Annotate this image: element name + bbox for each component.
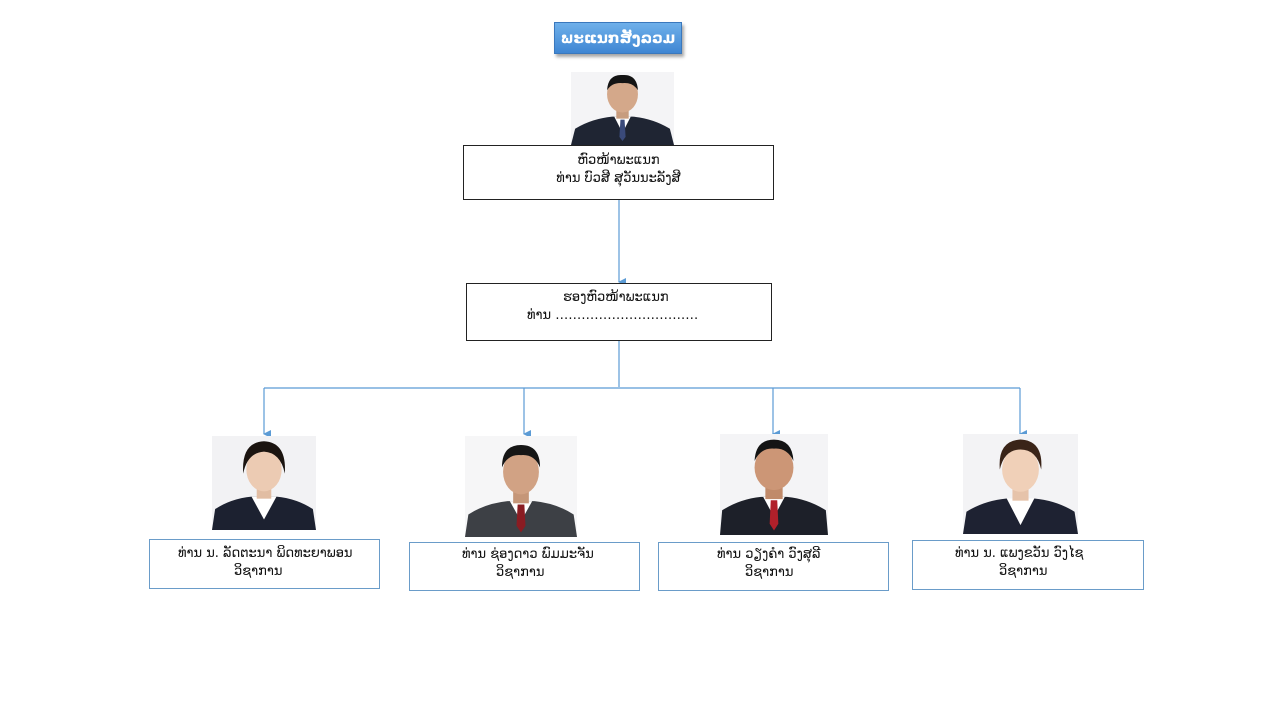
staff-2-role: ວິຊາການ (496, 565, 545, 580)
deputy-role: ຮອງຫົວໜ້າພະແນກ (563, 290, 669, 305)
head-role: ຫົວໜ້າພະແນກ (577, 153, 660, 168)
staff-2-name: ທ່ານ ຊ່ອງດາວ ພົມມະຈັນ (462, 547, 594, 562)
staff-1-role: ວິຊາການ (234, 564, 283, 579)
staff-4-role: ວິຊາການ (999, 564, 1048, 579)
staff-4-box: ທ່ານ ນ. ແພງຂວັນ ວົງໄຊ ວິຊາການ (912, 540, 1144, 590)
head-name: ທ່ານ ບົວສີ ສຸວັນນະລັງສີ (556, 171, 681, 186)
staff-3-role: ວິຊາການ (745, 565, 794, 580)
staff-3-portrait-photo (720, 434, 828, 535)
staff-1-name: ທ່ານ ນ. ລັດຕະນາ ພິດທະຍາພອນ (178, 546, 353, 561)
staff-2-box: ທ່ານ ຊ່ອງດາວ ພົມມະຈັນ ວິຊາການ (409, 542, 640, 591)
staff-1-box: ທ່ານ ນ. ລັດຕະນາ ພິດທະຍາພອນ ວິຊາການ (149, 539, 380, 589)
staff-4-portrait-photo (963, 434, 1078, 534)
staff-3-name: ທ່ານ ວຽງຄຳ ວົງສຸລີ (717, 547, 821, 562)
chart-title: ພະແນກສັງລວມ (554, 22, 682, 54)
staff-2-portrait-photo (465, 436, 577, 537)
deputy-name: ທ່ານ …………………………… (527, 308, 699, 323)
staff-1-portrait-photo (212, 436, 316, 530)
head-box: ຫົວໜ້າພະແນກ ທ່ານ ບົວສີ ສຸວັນນະລັງສີ (463, 145, 774, 200)
deputy-box: ຮອງຫົວໜ້າພະແນກ ທ່ານ …………………………… (466, 283, 772, 341)
head-portrait-photo (571, 72, 674, 145)
staff-4-name: ທ່ານ ນ. ແພງຂວັນ ວົງໄຊ (955, 546, 1084, 561)
staff-3-box: ທ່ານ ວຽງຄຳ ວົງສຸລີ ວິຊາການ (658, 542, 889, 591)
